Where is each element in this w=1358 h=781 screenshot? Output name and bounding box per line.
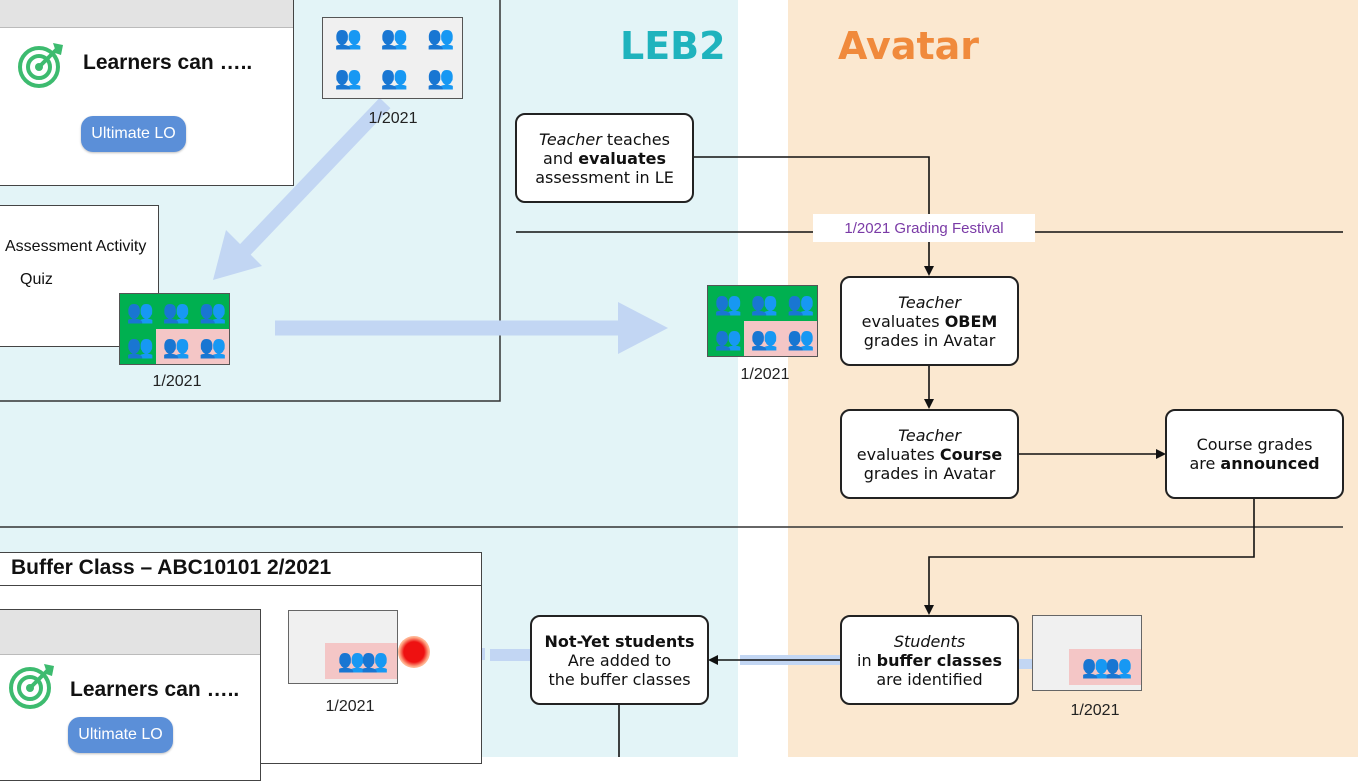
leb-section-frame — [0, 0, 501, 402]
students-grid-date: 1/2021 — [1070, 702, 1120, 719]
people-icon: 👥 — [750, 325, 778, 351]
ultimate-lo-button[interactable]: Ultimate LO — [68, 717, 173, 753]
connector-announced-to-students — [924, 498, 1255, 615]
obem-text: OBEM — [944, 311, 998, 331]
people-icon: 👥 — [427, 65, 454, 90]
lane-gap — [738, 0, 788, 757]
red-dot-marker — [398, 636, 430, 668]
buffer-students-cell: 👥👥 — [325, 643, 397, 679]
buffer-class-icon: 👥👥 — [288, 610, 398, 684]
people-icon: 👥 — [714, 325, 741, 351]
teacher-label: Teacher — [898, 292, 961, 312]
assessment-grades-grid: 👥 👥 👥 👥 👥 👥 — [119, 293, 230, 365]
top-lo-panel: Learners can ….. Ultimate LO — [0, 0, 294, 186]
are-added-text: Are added to — [567, 650, 672, 670]
lo-heading: Learners can ….. — [70, 678, 240, 701]
grades-announced-box: Course grades are announced — [1165, 409, 1344, 499]
people-icon: 👥👥 — [1081, 654, 1133, 679]
evaluates-text: evaluates — [578, 148, 666, 168]
teacher-teaches-box: Teacher teaches and evaluates assessment… — [515, 113, 694, 203]
assessment-le-text: assessment in LE — [535, 167, 674, 187]
people-icon: 👥👥 — [337, 648, 389, 673]
people-icon: 👥 — [199, 333, 226, 359]
obem-grades-box: Teacher evaluates OBEM grades in Avatar — [840, 276, 1019, 366]
course-grades-text: Course grades — [1196, 435, 1313, 454]
people-icon: 👥 — [380, 25, 408, 50]
are-text: are — [1189, 454, 1221, 473]
people-icon: 👥 — [714, 290, 741, 316]
assessment-activity-label: Assessment Activity — [5, 238, 147, 255]
target-icon — [18, 43, 63, 88]
people-icon: 👥 — [427, 25, 454, 50]
assessment-grid-date: 1/2021 — [152, 373, 202, 390]
people-icon: 👥 — [334, 65, 361, 90]
and-text: and — [543, 148, 579, 168]
class-icon-grid: 👥 👥 👥 👥 👥 👥 — [322, 17, 463, 99]
teacher-label: Teacher — [539, 129, 602, 149]
assessment-panel: Assessment Activity Quiz — [0, 205, 159, 347]
buffer-class-title: Buffer Class – ABC10101 2/2021 — [11, 556, 332, 579]
people-icon: 👥 — [750, 290, 778, 316]
people-icon: 👥 — [787, 290, 814, 316]
buffer-classes-text: the buffer classes — [548, 669, 691, 689]
teacher-label: Teacher — [898, 425, 961, 445]
buffer-classes-text: buffer classes — [876, 650, 1002, 670]
panel-header-bar — [0, 610, 260, 655]
announced-text: announced — [1220, 454, 1320, 473]
are-identified-text: are identified — [876, 669, 983, 689]
buffer-lo-panel: Learners can ….. Ultimate LO — [0, 609, 261, 781]
people-icon: 👥 — [162, 333, 190, 359]
people-icon: 👥 — [380, 65, 408, 90]
buffer-class-panel: Buffer Class – ABC10101 2/2021 Learners … — [0, 552, 482, 781]
leb2-lane-title: LEB2 — [620, 24, 726, 68]
evaluates-text: evaluates — [856, 444, 940, 464]
panel-header-bar — [0, 0, 293, 28]
students-label: Students — [893, 631, 966, 651]
teaches-text: teaches — [601, 129, 670, 149]
people-icon: 👥 — [334, 25, 361, 50]
evaluates-text: evaluates — [861, 311, 945, 331]
people-icon: 👥 — [162, 298, 190, 324]
buffer-students-cell: 👥👥 — [1069, 649, 1141, 685]
course-grades-box: Teacher evaluates Course grades in Avata… — [840, 409, 1019, 499]
grades-avatar-text: grades in Avatar — [863, 330, 996, 350]
people-icon: 👥 — [199, 298, 226, 324]
students-identified-box: Students in buffer classes are identifie… — [840, 615, 1019, 705]
in-text: in — [857, 650, 877, 670]
leb-grid-date: 1/2021 — [740, 366, 790, 383]
leb-grades-grid: 👥 👥 👥 👥 👥 👥 — [707, 285, 818, 357]
lo-heading: Learners can ….. — [83, 51, 253, 74]
grades-avatar-text: grades in Avatar — [863, 463, 996, 483]
class-icon-date: 1/2021 — [368, 110, 418, 127]
people-icon: 👥 — [787, 325, 814, 351]
avatar-lane-title: Avatar — [838, 24, 980, 68]
people-icon: 👥 — [126, 298, 153, 324]
grading-festival-label: 1/2021 Grading Festival — [813, 214, 1035, 242]
not-yet-students-text: Not-Yet students — [544, 631, 695, 651]
buffer-title-bar: Buffer Class – ABC10101 2/2021 — [0, 553, 481, 586]
buffer-icon-date: 1/2021 — [325, 698, 375, 715]
people-icon: 👥 — [126, 333, 153, 359]
not-yet-students-box: Not-Yet students Are added to the buffer… — [530, 615, 709, 705]
quiz-label: Quiz — [20, 271, 53, 288]
course-text: Course — [939, 444, 1003, 464]
ultimate-lo-button[interactable]: Ultimate LO — [81, 116, 186, 152]
target-icon — [9, 664, 54, 709]
students-buffer-grid: 👥👥 — [1032, 615, 1142, 691]
